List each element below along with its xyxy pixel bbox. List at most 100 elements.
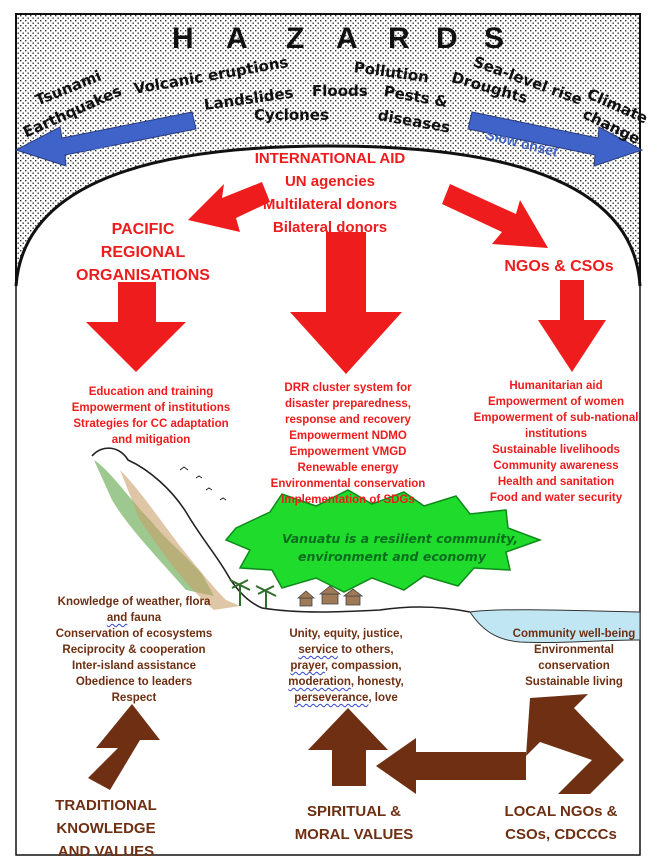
left-action-item: and mitigation xyxy=(111,434,191,446)
bottom-label-line: CSOs, CDCCCs xyxy=(505,826,617,843)
right-action-item: Sustainable livelihoods xyxy=(492,444,620,456)
right-action-item: Empowerment of women xyxy=(487,396,625,408)
international-aid-item: Bilateral donors xyxy=(272,219,388,236)
right-action-item: Humanitarian aid xyxy=(509,380,603,392)
spiritual-value-fragment: prayer xyxy=(290,660,325,672)
traditional-value-item: and fauna xyxy=(24,610,244,626)
local-up-arrow xyxy=(526,694,624,794)
bottom-label-line: AND VALUES xyxy=(57,843,155,860)
bottom-label-line: SPIRITUAL & xyxy=(307,803,401,820)
hillside xyxy=(91,447,471,613)
slow-onset-arrow xyxy=(467,111,644,167)
left-action-item: Empowerment of institutions xyxy=(71,402,231,414)
bottom-label-line: MORAL VALUES xyxy=(294,826,414,843)
hazards-letter: R xyxy=(388,22,410,55)
traditional-value-item: Knowledge of weather, flora xyxy=(57,596,211,608)
arrow-center-down xyxy=(290,232,402,374)
bottom-label-line: KNOWLEDGE xyxy=(56,820,156,837)
vision-line: Vanuatu is a resilient community, xyxy=(282,531,519,546)
traditional-value-item: Reciprocity & cooperation xyxy=(62,644,206,656)
pacific-line: ORGANISATIONS xyxy=(76,267,210,284)
international-aid-item: UN agencies xyxy=(284,173,376,190)
center-actions-list: DRR cluster system for disaster prepared… xyxy=(254,380,442,508)
hazards-letter: H xyxy=(172,22,194,55)
right-actions-list: Humanitarian aid Empowerment of women Em… xyxy=(470,378,642,506)
center-action-item: DRR cluster system for xyxy=(284,382,412,394)
community-values-list: Community well-being Environmental conse… xyxy=(496,626,652,690)
pacific-line: PACIFIC xyxy=(111,221,175,238)
palm-trees xyxy=(229,579,277,608)
hazards-letter: A xyxy=(226,22,248,55)
bottom-label-line: LOCAL NGOs & xyxy=(504,803,618,820)
hazards-letter: A xyxy=(336,22,358,55)
left-actions-list: Education and training Empowerment of in… xyxy=(48,384,254,448)
hazards-letter: D xyxy=(436,22,458,55)
community-value-item: Sustainable living xyxy=(525,676,623,688)
international-aid-item: Multilateral donors xyxy=(262,196,398,213)
center-action-item: Renewable energy xyxy=(297,462,399,474)
right-action-item: institutions xyxy=(525,428,587,440)
dome-outline xyxy=(14,144,642,287)
traditional-value-item: Respect xyxy=(111,692,157,704)
right-action-item: Community awareness xyxy=(493,460,619,472)
center-action-item: Environmental conservation xyxy=(270,478,426,490)
village-houses xyxy=(296,585,364,607)
spiritual-values-list: Unity, equity, justice, service to other… xyxy=(270,626,422,706)
hazard-cyclones: Cyclones xyxy=(254,106,329,124)
spiritual-value-fragment: perseverance xyxy=(294,692,369,704)
hazards-letter: S xyxy=(484,22,505,55)
spiritual-value-fragment: , honesty, xyxy=(350,676,404,688)
hazards-letter: Z xyxy=(286,22,305,55)
center-action-item: Implementation of SDGs xyxy=(281,494,415,506)
international-aid-title: INTERNATIONAL AID xyxy=(254,150,406,167)
center-action-item: response and recovery xyxy=(285,414,411,426)
traditional-value-fragment: and xyxy=(106,612,128,624)
community-value-item: Environmental xyxy=(534,644,614,656)
vision-line: environment and economy xyxy=(298,549,486,564)
traditional-values-list: Knowledge of weather, flora and fauna Co… xyxy=(24,594,244,706)
spiritual-value-item: service to others, xyxy=(270,642,422,658)
community-value-item: Community well-being xyxy=(512,628,636,640)
local-ngos-label: LOCAL NGOs & CSOs, CDCCCs xyxy=(486,800,636,846)
right-action-item: Food and water security xyxy=(489,492,623,504)
right-action-item: Empowerment of sub-national xyxy=(473,412,639,424)
spiritual-value-item: Unity, equity, justice, xyxy=(289,628,403,640)
spiritual-value-fragment: moderation xyxy=(288,676,351,688)
spiritual-moral-values-label: SPIRITUAL & MORAL VALUES xyxy=(276,800,432,846)
left-action-item: Strategies for CC adaptation xyxy=(73,418,229,430)
horizontal-back-arrow xyxy=(376,738,526,794)
spiritual-value-fragment: to others, xyxy=(338,644,394,656)
center-action-item: Empowerment NDMO xyxy=(289,430,407,442)
spiritual-value-item: prayer, compassion, xyxy=(270,658,422,674)
hazard-floods: Floods xyxy=(312,82,368,100)
traditional-value-item: Obedience to leaders xyxy=(75,676,193,688)
bottom-label-line: TRADITIONAL xyxy=(55,797,157,814)
spiritual-up-arrow xyxy=(308,708,388,786)
spiritual-value-fragment: , love xyxy=(368,692,398,704)
center-action-item: Empowerment VMGD xyxy=(289,446,407,458)
sea xyxy=(469,609,641,644)
fast-onset-arrow xyxy=(14,111,197,167)
traditional-up-arrow xyxy=(88,704,160,790)
vision-starburst xyxy=(224,489,543,593)
outer-frame xyxy=(15,13,641,856)
arrow-to-ngos xyxy=(442,184,548,248)
arrow-to-pacific xyxy=(188,182,270,232)
left-action-item: Education and training xyxy=(88,386,214,398)
spiritual-value-item: moderation, honesty, xyxy=(270,674,422,690)
pacific-line: REGIONAL xyxy=(100,244,186,261)
traditional-value-item: Inter-island assistance xyxy=(72,660,196,672)
arrow-left-down xyxy=(86,282,186,372)
community-value-item: conservation xyxy=(538,660,610,672)
birds xyxy=(179,466,227,501)
center-action-item: disaster preparedness, xyxy=(285,398,411,410)
spiritual-value-fragment: service xyxy=(298,644,339,656)
traditional-value-item: Conservation of ecosystems xyxy=(55,628,213,640)
spiritual-value-item: perseverance, love xyxy=(270,690,422,706)
hill-ground xyxy=(120,470,240,610)
arrow-right-down xyxy=(538,280,606,372)
pacific-regional-organisations: PACIFIC REGIONAL ORGANISATIONS xyxy=(62,218,224,287)
traditional-knowledge-label: TRADITIONAL KNOWLEDGE AND VALUES xyxy=(30,794,182,863)
